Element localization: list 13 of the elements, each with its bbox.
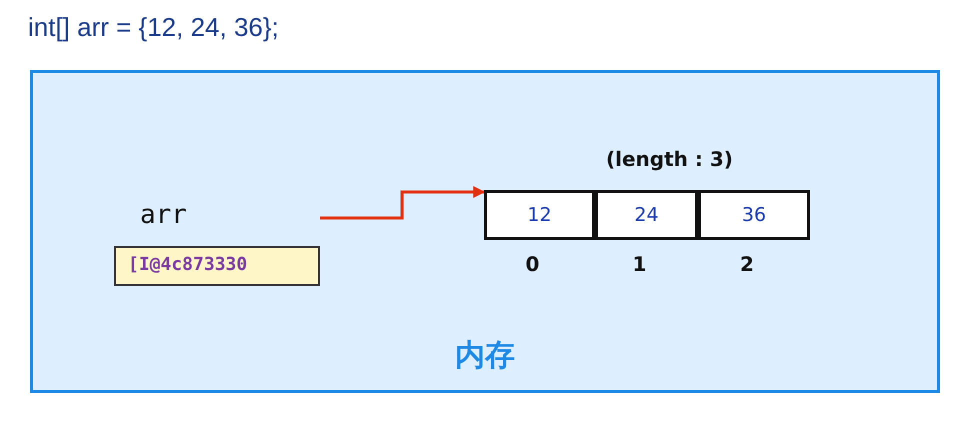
index-label: 2 <box>740 252 754 276</box>
memory-panel <box>30 70 940 393</box>
index-label: 0 <box>526 252 540 276</box>
array-cell: 24 <box>595 190 698 240</box>
address-value-box: [I@4c873330 <box>114 246 320 286</box>
variable-name: arr <box>140 200 187 230</box>
code-title: int[] arr = {12, 24, 36}; <box>28 12 279 43</box>
panel-title: 内存 <box>455 337 515 375</box>
array-cell: 36 <box>698 190 810 240</box>
index-label: 1 <box>632 252 646 276</box>
length-label: (length : 3) <box>606 147 733 171</box>
array-cell: 12 <box>484 190 595 240</box>
arrow <box>320 186 486 220</box>
